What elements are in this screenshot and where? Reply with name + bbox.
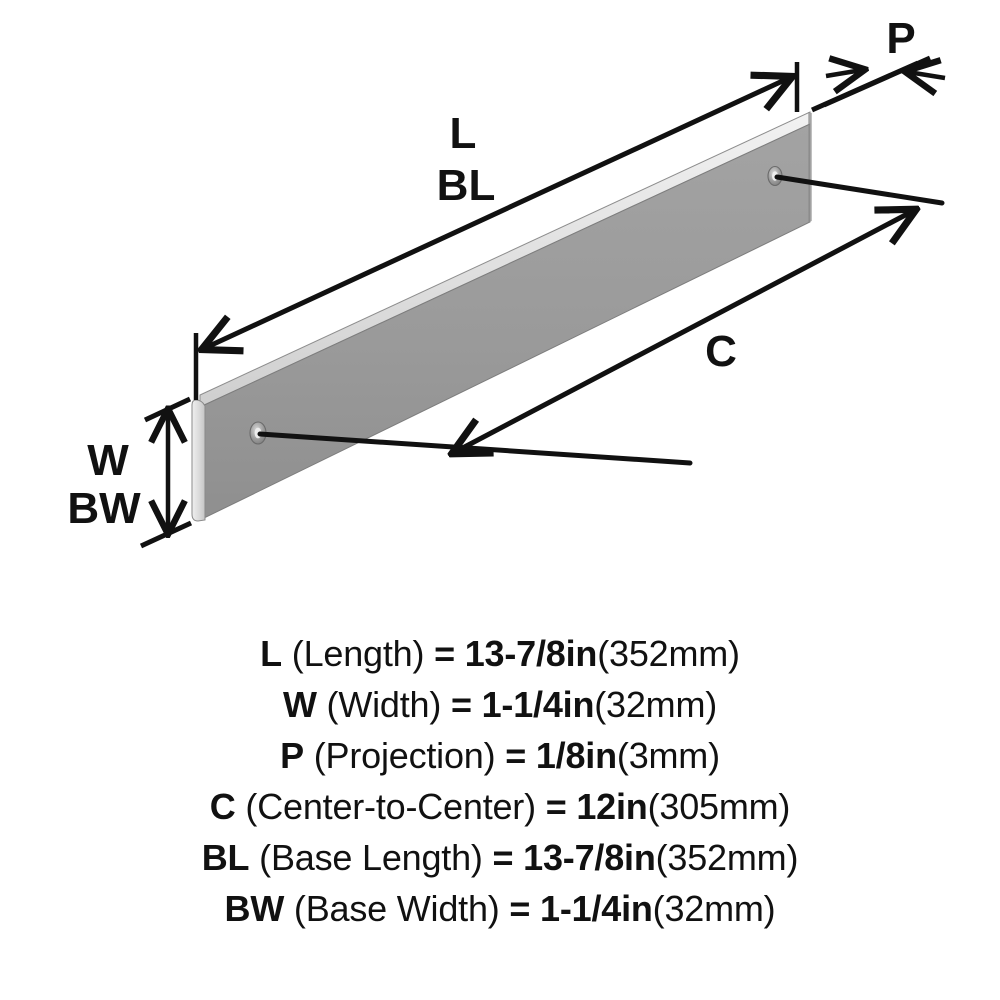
spec-equals: = — [505, 735, 527, 776]
spec-description: (Base Length) — [259, 837, 483, 878]
c-leader-right — [774, 174, 945, 206]
spec-description: (Center-to-Center) — [245, 786, 536, 827]
callout-label-l: L — [450, 109, 477, 158]
callout-label-bl: BL — [437, 161, 496, 210]
spec-value-in: 1-1/4in — [481, 684, 595, 725]
spec-symbol: BL — [201, 837, 250, 878]
spec-description: (Width) — [326, 684, 442, 725]
pull-bar-body — [191, 111, 812, 522]
spec-row-l: L (Length) = 13-7/8in(352mm) — [0, 628, 1000, 679]
callout-label-p: P — [886, 14, 915, 63]
specification-list: L (Length) = 13-7/8in(352mm) W (Width) =… — [0, 620, 1000, 1000]
spec-row-bl: BL (Base Length) = 13-7/8in(352mm) — [0, 832, 1000, 883]
spec-description: (Length) — [291, 633, 425, 674]
spec-value-mm: (3mm) — [616, 735, 720, 776]
spec-row-c: C (Center-to-Center) = 12in(305mm) — [0, 781, 1000, 832]
bar-front-face — [199, 123, 811, 521]
callout-label-bw: BW — [67, 484, 141, 533]
spec-value-in: 1-1/4in — [540, 888, 653, 929]
spec-value-mm: (352mm) — [655, 837, 799, 878]
callout-label-w: W — [87, 436, 129, 485]
spec-row-bw: BW (Base Width) = 1-1/4in(32mm) — [0, 883, 1000, 934]
spec-value-mm: (32mm) — [652, 888, 776, 929]
dimension-l — [193, 62, 797, 400]
product-diagram: L BL W BW P C — [67, 14, 946, 549]
spec-value-mm: (32mm) — [594, 684, 718, 725]
spec-equals: = — [434, 633, 455, 674]
callout-label-c: C — [705, 327, 737, 376]
spec-symbol: P — [280, 735, 304, 776]
dimension-p — [810, 55, 946, 113]
spec-equals: = — [450, 684, 472, 725]
bar-left-end-cap — [191, 399, 206, 522]
p-arrow-left — [825, 70, 862, 76]
p-arrow-right — [908, 72, 946, 78]
l-dimension-line — [205, 78, 789, 348]
spec-symbol: BW — [224, 888, 285, 929]
spec-value-in: 12in — [576, 786, 648, 827]
spec-description: (Projection) — [313, 735, 496, 776]
spec-value-mm: (305mm) — [647, 786, 791, 827]
spec-value-in: 13-7/8in — [464, 633, 598, 674]
bar-right-end-edge — [808, 112, 812, 222]
spec-equals: = — [509, 888, 531, 929]
spec-value-mm: (352mm) — [597, 633, 740, 674]
spec-description: (Base Width) — [293, 888, 500, 929]
spec-value-in: 1/8in — [535, 735, 617, 776]
spec-equals: = — [492, 837, 514, 878]
spec-symbol: L — [260, 633, 282, 674]
dimension-w — [139, 396, 193, 549]
spec-symbol: C — [209, 786, 236, 827]
spec-value-in: 13-7/8in — [523, 837, 656, 878]
spec-symbol: W — [282, 684, 317, 725]
spec-row-p: P (Projection) = 1/8in(3mm) — [0, 730, 1000, 781]
spec-equals: = — [545, 786, 567, 827]
spec-row-w: W (Width) = 1-1/4in(32mm) — [0, 679, 1000, 730]
p-extension-right — [822, 55, 932, 108]
